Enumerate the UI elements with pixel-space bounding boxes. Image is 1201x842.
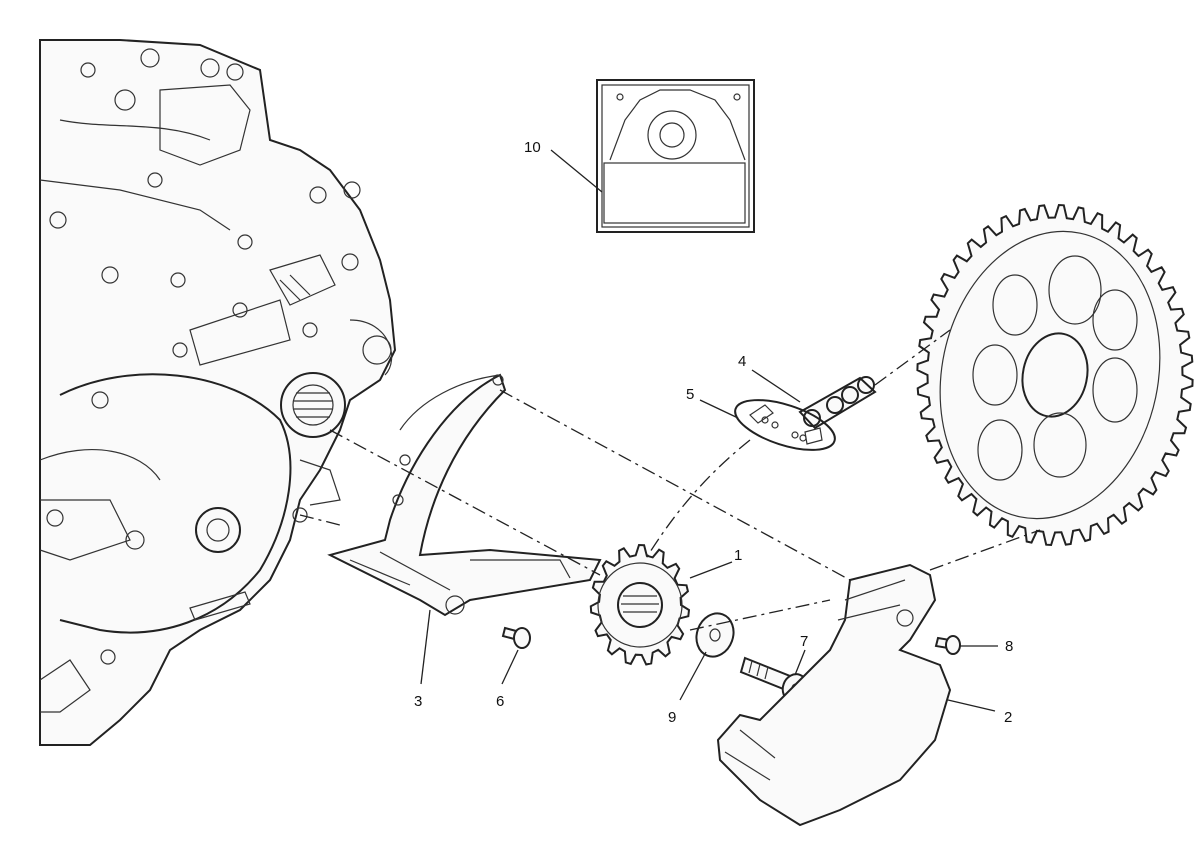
chain-link [798,376,877,430]
callout-9: 9 [668,709,676,726]
callout-10: 10 [524,139,541,156]
engine-illustration [39,39,397,746]
callout-1: 1 [734,547,742,564]
leader-lines [420,149,998,712]
callout-3: 3 [414,693,422,710]
callout-6: 6 [496,693,504,710]
callout-8: 8 [1005,638,1013,655]
assembly-axis-lines [299,329,1041,631]
sprocket-kit-box [596,79,755,233]
screw-8 [934,635,961,655]
screw-6 [501,626,531,649]
rear-sprocket [916,203,1194,547]
washer [695,612,735,658]
callout-7: 7 [800,633,808,650]
front-sprocket [589,543,691,666]
master-link-kit [734,399,836,451]
callout-4: 4 [738,353,746,370]
chain-guide [327,373,602,617]
sprocket-cover [716,563,952,827]
callout-2: 2 [1004,709,1012,726]
callout-labels: 10 4 5 1 7 8 2 3 6 9 [414,139,1013,726]
callout-5: 5 [686,386,694,403]
